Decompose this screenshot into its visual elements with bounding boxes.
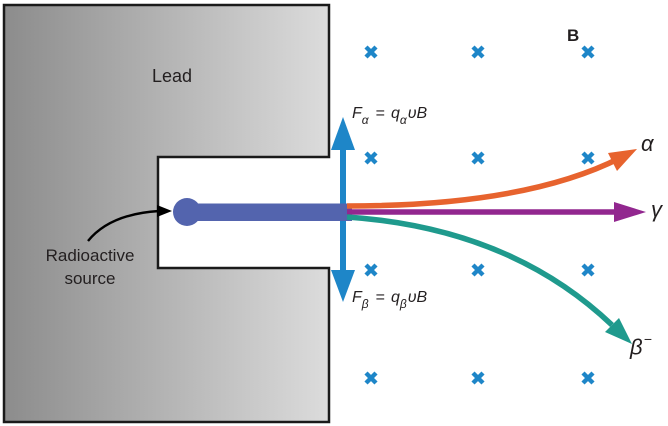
force-up-arrowhead-icon xyxy=(331,117,355,150)
field-into-page-icon xyxy=(364,151,378,165)
field-into-page-icon xyxy=(364,45,378,59)
force-alpha-subscript: α xyxy=(361,113,369,127)
alpha-arrowhead-icon xyxy=(608,149,637,171)
beta-particle-label: β− xyxy=(630,331,652,360)
force-alpha-vb-term: υB xyxy=(407,105,428,122)
field-into-page-icon xyxy=(581,371,595,385)
lead-label: Lead xyxy=(151,66,193,86)
force-beta-subscript: β xyxy=(361,297,369,311)
charge-beta-symbol: q xyxy=(390,289,400,306)
equals-sign: = xyxy=(375,105,385,122)
source-pointer-arrow xyxy=(87,209,160,242)
force-down-arrowhead-icon xyxy=(331,270,355,302)
field-into-page-icon xyxy=(581,151,595,165)
charge-alpha-subscript: α xyxy=(399,113,407,127)
field-into-page-icon xyxy=(471,371,485,385)
field-into-page-icon xyxy=(471,151,485,165)
force-beta-symbol: F xyxy=(352,289,362,306)
lead-block xyxy=(2,3,331,424)
force-alpha-equation: Fα=qαυB xyxy=(352,105,428,127)
force-beta-equation: Fβ=qβυB xyxy=(352,289,428,311)
field-marks-group xyxy=(364,45,595,385)
field-into-page-icon xyxy=(364,371,378,385)
equals-sign: = xyxy=(375,289,385,306)
radioactive-source-label: Radioactive source xyxy=(46,244,135,290)
beta-symbol: β xyxy=(630,334,643,360)
radioactive-source-dot xyxy=(173,198,201,226)
field-into-page-icon xyxy=(581,45,595,59)
field-into-page-icon xyxy=(471,263,485,277)
beta-path xyxy=(346,214,614,327)
alpha-path xyxy=(346,155,622,209)
charge-alpha-symbol: q xyxy=(390,105,400,122)
radioactive-source-label-line1: Radioactive xyxy=(45,246,135,265)
magnetic-field-label: B xyxy=(567,26,580,45)
source-pointer-arrowhead-icon xyxy=(157,205,172,217)
particle-beam xyxy=(197,203,352,221)
beta-minus-sign: − xyxy=(643,331,652,347)
beta-arrowhead-icon xyxy=(605,318,632,344)
gamma-ray-label: γ xyxy=(651,197,662,222)
alpha-particle-label: α xyxy=(641,131,654,156)
gamma-arrowhead-icon xyxy=(614,202,646,222)
field-into-page-icon xyxy=(581,263,595,277)
force-alpha-symbol: F xyxy=(352,105,362,122)
radioactive-source-label-line2: source xyxy=(64,269,116,288)
field-into-page-icon xyxy=(471,45,485,59)
charge-beta-subscript: β xyxy=(399,297,407,311)
force-beta-vb-term: υB xyxy=(407,289,428,306)
field-into-page-icon xyxy=(364,263,378,277)
